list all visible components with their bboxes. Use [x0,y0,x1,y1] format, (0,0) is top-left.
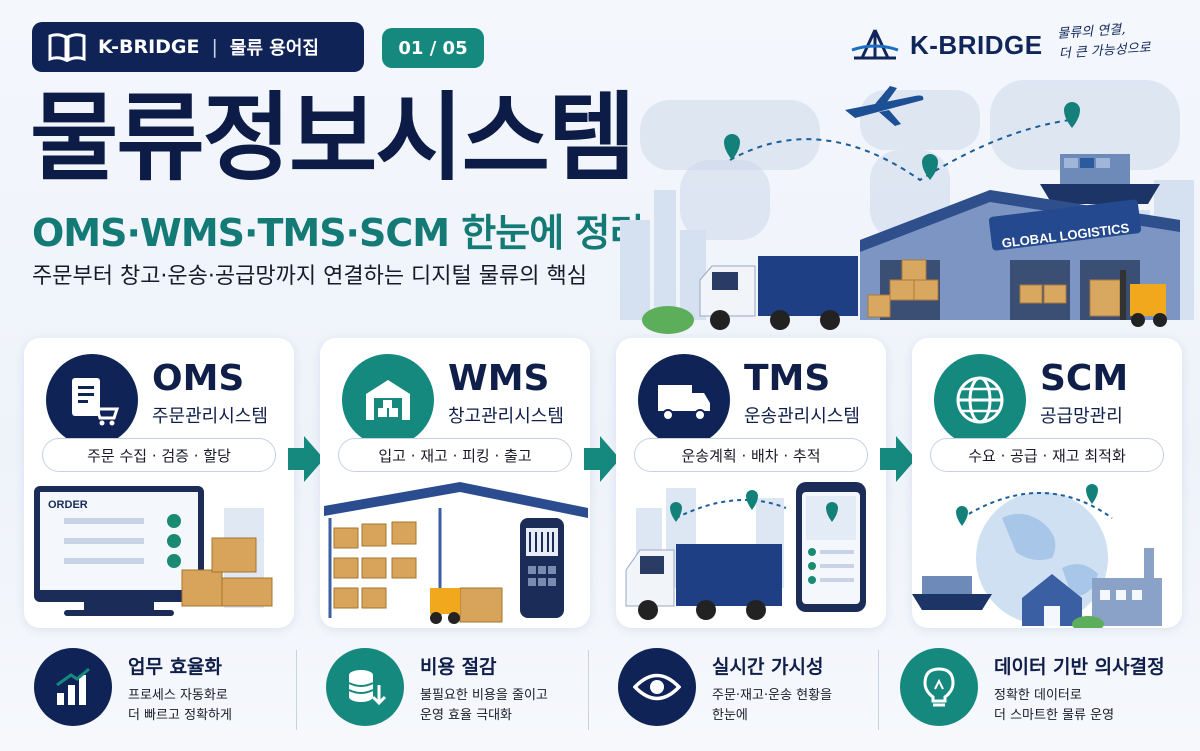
airplane-icon [845,86,924,126]
supply-chain-illustration [912,484,1162,628]
cargo-boxes [867,259,1121,318]
scm-card[interactable]: SCM 공급망관리 수요 · 공급 · 재고 최적화 [912,338,1182,628]
truck-icon [638,354,730,446]
page-title: 물류정보시스템 [30,82,636,194]
location-pins [724,102,1080,180]
brand-badge: K-BRIDGE | 물류 용어집 [32,22,364,72]
benefit-line-1: 불필요한 비용을 줄이고 [420,688,548,703]
flow-arrow-3 [880,436,916,482]
card-tasks: 주문 수집 · 검증 · 할당 [42,438,276,472]
benefit-title: 비용 절감 [420,656,497,678]
oms-card[interactable]: OMS 주문관리시스템 주문 수집 · 검증 · 할당 ORDER [24,338,294,628]
barcode-scanner-icon [520,518,564,618]
bar-chart-icon [34,648,112,726]
world-map-dots [640,80,1180,240]
brand-name: K-BRIDGE [98,36,200,58]
card-name: 창고관리시스템 [448,406,564,427]
benefit-line-1: 주문·재고·운송 현황을 [712,688,833,703]
lightbulb-icon [900,648,978,726]
benefit-line-1: 프로세스 자동화로 [128,688,228,703]
order-screen-illustration: ORDER [34,486,273,616]
warehouse-icon [342,354,434,446]
cargo-ship-icon [1040,154,1160,204]
benefit-title: 업무 효율화 [128,656,223,678]
benefit-divider [588,650,589,730]
globe-icon [934,354,1026,446]
benefit-title: 실시간 가시성 [712,656,824,678]
delivery-truck [625,544,782,620]
logo-text: K-BRIDGE [910,29,1043,60]
forklift [430,588,460,624]
benefit-title: 데이터 기반 의사결정 [994,656,1165,678]
benefit-line-2: 더 빠르고 정확하게 [128,708,232,723]
factory-icon [1092,548,1162,626]
benefit-visibility: 실시간 가시성 주문·재고·운송 현황을 한눈에 [618,640,898,740]
card-name: 공급망관리 [1040,406,1123,427]
slogan: 물류의 연결, 더 큰 가능성으로 [1057,15,1199,65]
k-bridge-logo: K-BRIDGE [850,28,1043,62]
cargo-ship-icon [912,576,992,610]
book-icon [48,33,86,62]
warehouse-interior-illustration [324,482,588,624]
card-tasks: 수요 · 공급 · 재고 최적화 [930,438,1164,472]
benefit-line-1: 정확한 데이터로 [994,688,1082,703]
delivery-truck [699,256,858,330]
card-name: 주문관리시스템 [152,406,268,427]
flow-arrow-2 [584,436,620,482]
page-description: 주문부터 창고·운송·공급망까지 연결하는 디지털 물류의 핵심 [32,264,587,289]
page-indicator: 01 / 05 [382,28,484,68]
card-name: 운송관리시스템 [744,406,860,427]
benefit-line-2: 더 스마트한 물류 운영 [994,708,1115,723]
benefit-divider [878,650,879,730]
flow-arrow-1 [288,436,324,482]
brand-category: 물류 용어집 [229,38,319,59]
card-code: WMS [448,358,550,399]
benefit-cost: 비용 절감 불필요한 비용을 줄이고 운영 효율 극대화 [326,640,606,740]
card-tasks: 운송계획 · 배차 · 추적 [634,438,868,472]
card-code: SCM [1040,358,1129,399]
smartphone-icon [796,482,866,612]
order-screen-label: ORDER [48,499,88,511]
card-code: TMS [744,358,831,399]
house-icon [1022,574,1082,626]
benefit-data-decision: 데이터 기반 의사결정 정확한 데이터로 더 스마트한 물류 운영 [900,640,1180,740]
wms-card[interactable]: WMS 창고관리시스템 입고 · 재고 · 피킹 · 출고 [320,338,590,628]
tracking-illustration [625,482,866,620]
order-document-cart-icon [46,354,138,446]
card-code: OMS [152,358,245,399]
benefit-line-2: 한눈에 [712,708,748,723]
benefit-divider [296,650,297,730]
brand-separator: | [211,36,218,58]
benefit-efficiency: 업무 효율화 프로세스 자동화로 더 빠르고 정확하게 [34,640,314,740]
eye-icon [618,648,696,726]
logistics-hero-illustration: GLOBAL LOGISTICS [620,80,1194,334]
coin-stack-icon [326,648,404,726]
tms-card[interactable]: TMS 운송관리시스템 운송계획 · 배차 · 추적 [616,338,886,628]
card-tasks: 입고 · 재고 · 피킹 · 출고 [338,438,572,472]
forklift [1120,270,1167,327]
page-subtitle: OMS·WMS·TMS·SCM 한눈에 정리 [32,211,644,255]
benefit-line-2: 운영 효율 극대화 [420,708,512,723]
bridge-logo-icon [851,29,899,60]
